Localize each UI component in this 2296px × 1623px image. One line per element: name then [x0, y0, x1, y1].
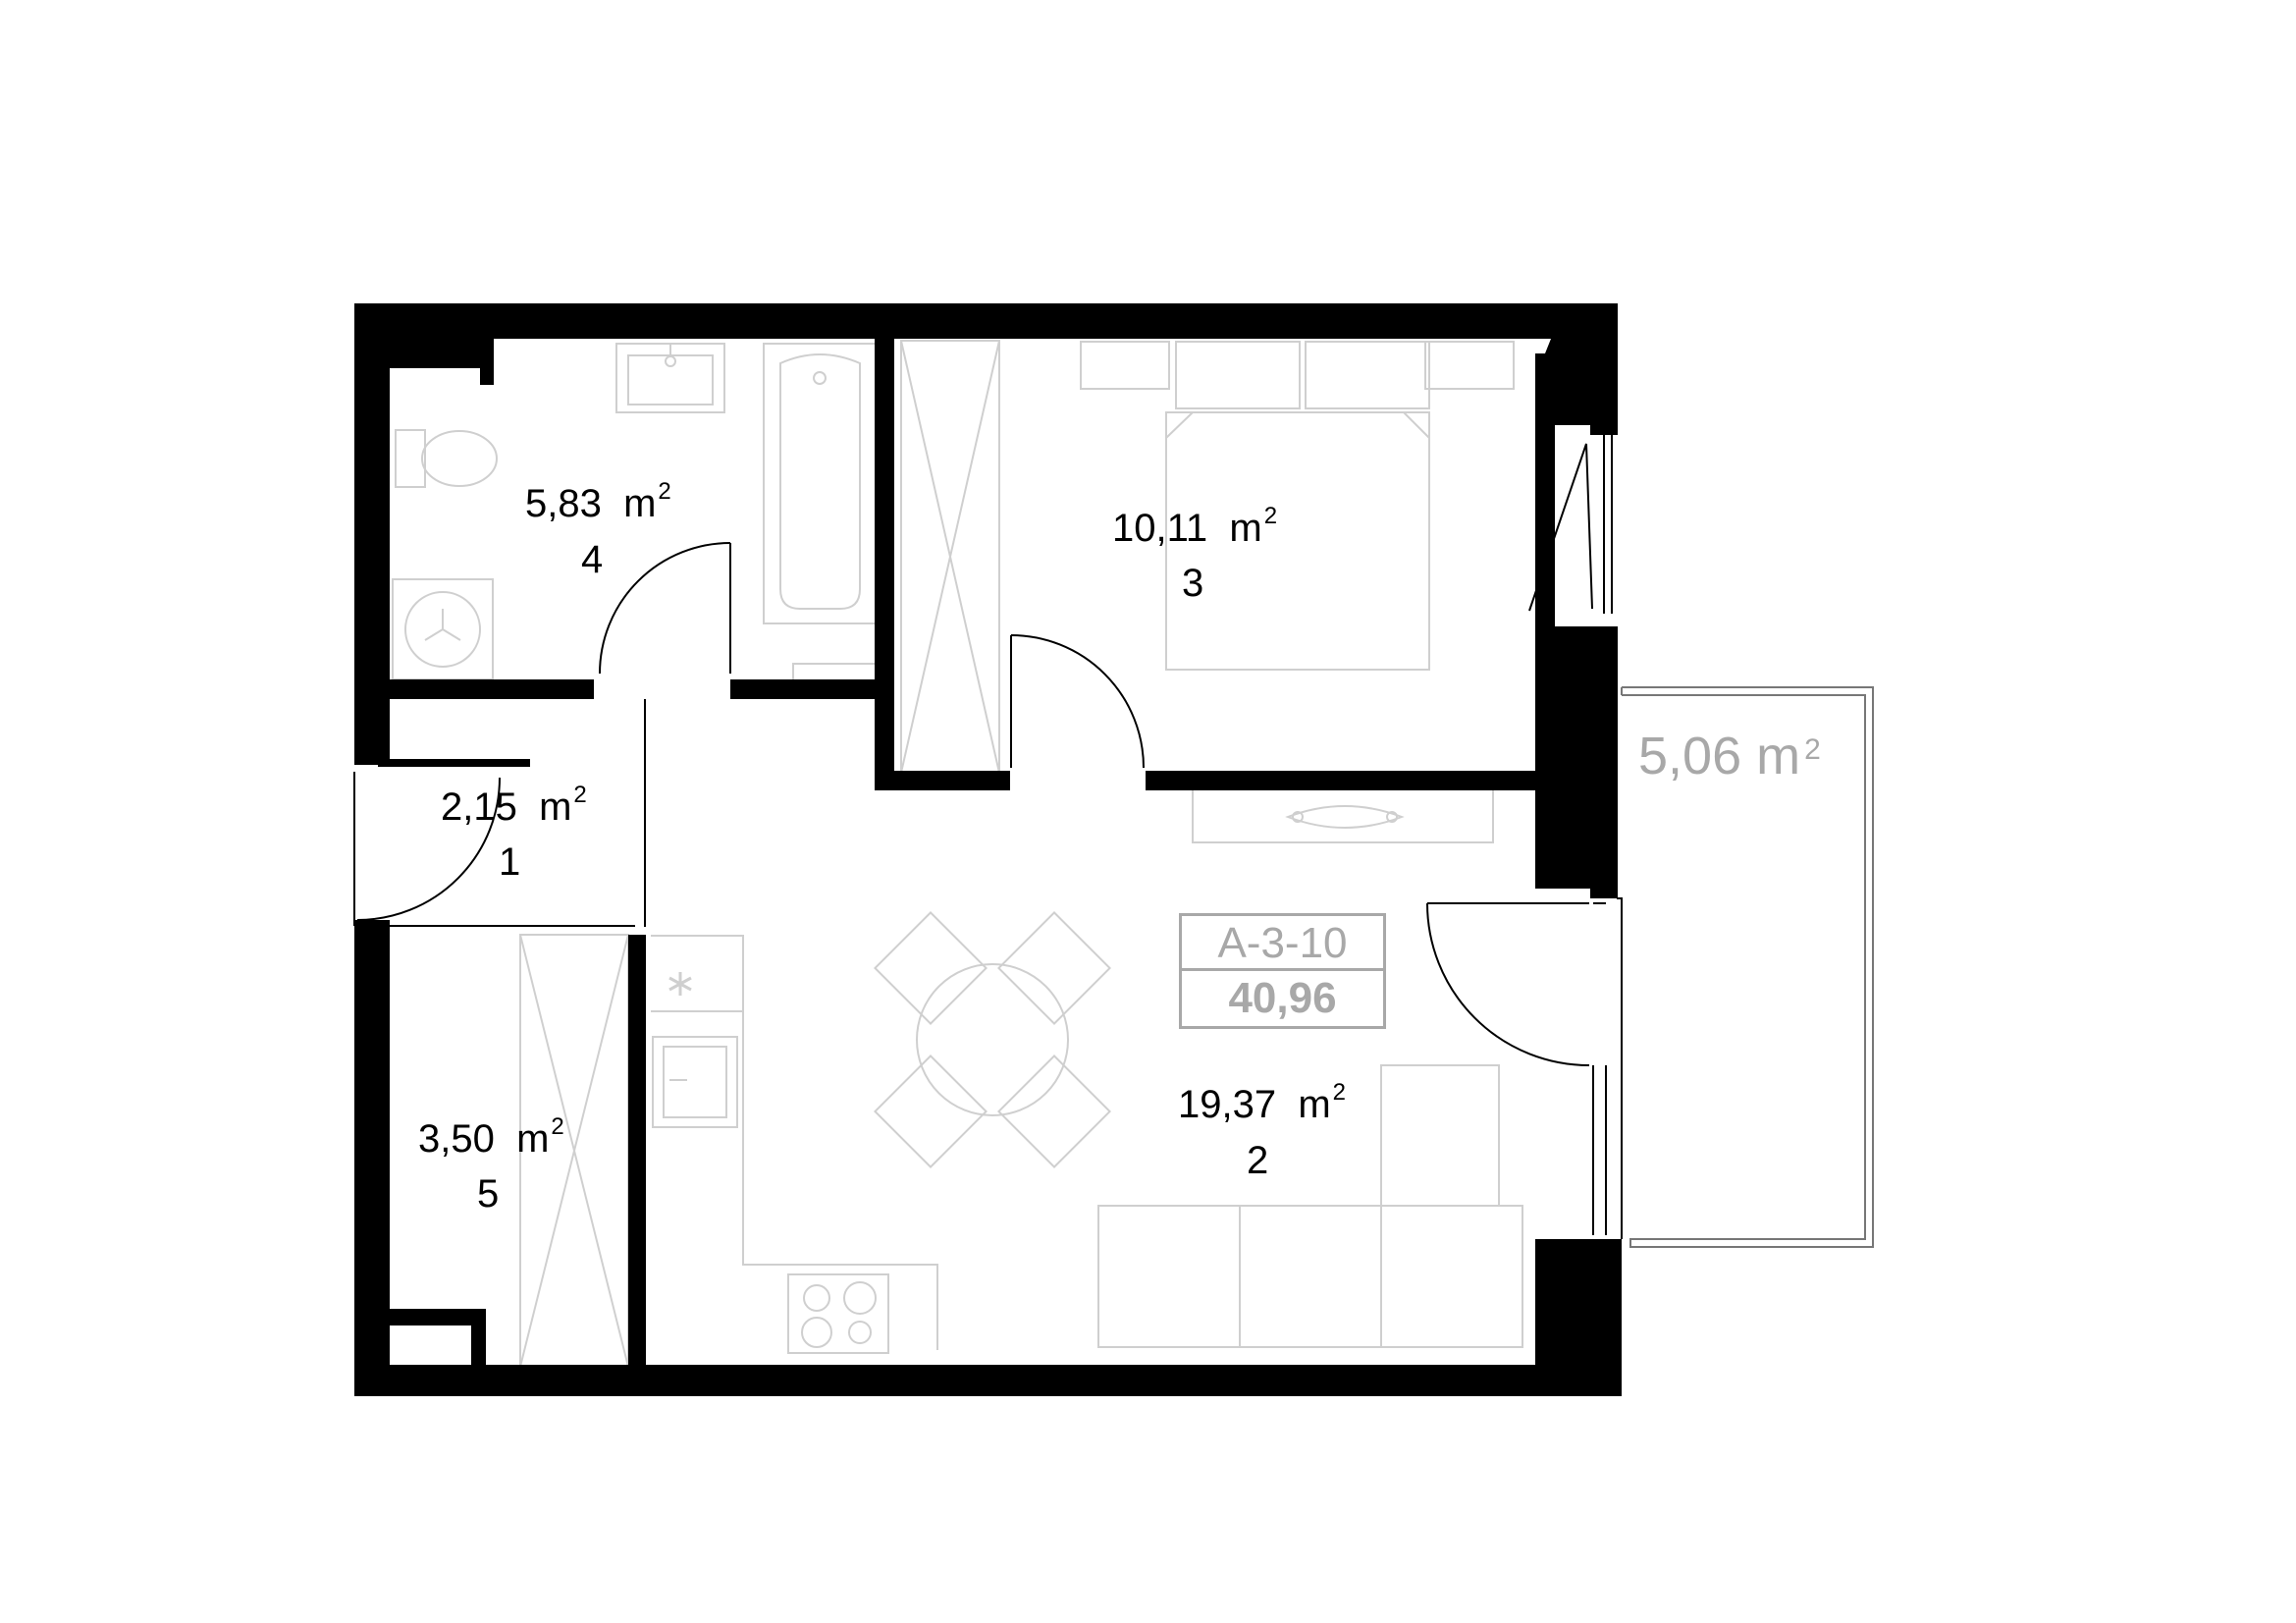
- room-1-area-unit: m: [539, 785, 572, 829]
- room-1-area-value: 2,15: [441, 785, 517, 829]
- wall-living-right: [1535, 1239, 1555, 1365]
- thin-walls: [353, 699, 1623, 1239]
- bath-cabinet: [792, 663, 878, 682]
- shaft-top: [390, 339, 494, 385]
- wall-right-pier-3: [1535, 1239, 1622, 1396]
- room-4-area-value: 5,83: [525, 482, 602, 525]
- wall-entry-stub: [378, 759, 530, 767]
- walls: [354, 303, 1622, 1396]
- wall-left-upper: [354, 303, 390, 765]
- room-2-number: 2: [1247, 1139, 1269, 1182]
- balcony-area-value: 5,06: [1638, 727, 1742, 785]
- door-balcony: [1426, 902, 1590, 1066]
- apartment-code: A-3-10: [1182, 916, 1383, 971]
- sofa-icon: [1097, 1064, 1523, 1348]
- wardrobe-icon: [900, 340, 1000, 774]
- room-5-area-value: 3,50: [418, 1117, 495, 1161]
- room-1-number: 1: [499, 840, 521, 884]
- room-4-area-power: 2: [658, 478, 671, 505]
- bathroom-sink-icon: [615, 343, 725, 413]
- room-2-area-unit: m: [1298, 1083, 1331, 1126]
- shaft-bottom: [390, 1309, 486, 1365]
- bed-icon: [1080, 341, 1515, 671]
- room-1-area: 2,15 m2: [441, 784, 587, 829]
- room-3-area-value: 10,11: [1112, 507, 1208, 550]
- room-5-area-unit: m: [516, 1117, 550, 1161]
- tv-cabinet-icon: [1192, 784, 1494, 843]
- room-2-area-power: 2: [1332, 1079, 1347, 1106]
- wall-top: [354, 303, 1618, 339]
- door-entrance: [356, 777, 501, 921]
- wall-bath-bottom-right: [730, 679, 891, 699]
- bathtub-icon: [763, 343, 878, 624]
- room-3-area-power: 2: [1263, 503, 1278, 529]
- wall-closet: [628, 935, 646, 1365]
- wall-bedroom-bottom: [1146, 771, 1539, 790]
- room-5-area-power: 2: [551, 1113, 564, 1140]
- room-5-area: 3,50 m2: [418, 1115, 564, 1161]
- room-1-area-power: 2: [573, 782, 587, 808]
- room-2-area: 19,37 m2: [1178, 1081, 1346, 1126]
- balcony: [1621, 686, 1874, 1248]
- room-4-number: 4: [581, 538, 604, 581]
- wall-wardrobe-bottom: [875, 771, 1010, 790]
- room-3-area-unit: m: [1229, 507, 1262, 550]
- apartment-total-area: 40,96: [1228, 974, 1337, 1022]
- wall-bath-bottom-left: [390, 679, 594, 699]
- washing-machine-icon: [392, 578, 494, 680]
- room-3-number: 3: [1182, 562, 1204, 605]
- balcony-area-power: 2: [1804, 733, 1821, 766]
- asterisk-icon: [668, 972, 692, 996]
- room-5-number: 5: [477, 1172, 500, 1216]
- wall-right-pier-1: [1535, 303, 1618, 435]
- wall-bath-bedroom: [875, 339, 894, 790]
- room-3-area: 10,11 m2: [1112, 505, 1277, 550]
- wall-bottom: [354, 1365, 1618, 1396]
- room-2-area-value: 19,37: [1178, 1083, 1277, 1126]
- wall-right-pier-2: [1535, 626, 1618, 898]
- door-bathroom: [599, 542, 731, 675]
- cooktop-icon: [787, 1273, 889, 1354]
- toilet-icon: [395, 429, 498, 488]
- dining-table-icon: [874, 911, 1111, 1168]
- apartment-label-box: A-3-10 40,96: [1179, 913, 1386, 1029]
- door-bedroom: [1010, 634, 1145, 769]
- balcony-area-unit: m: [1756, 727, 1801, 785]
- wall-bedroom-right: [1535, 422, 1555, 790]
- kitchen-sink-icon: [652, 1036, 738, 1128]
- room-4-area-unit: m: [623, 482, 657, 525]
- wall-left-lower: [354, 920, 390, 1396]
- room-4-area: 5,83 m2: [525, 480, 671, 525]
- kitchen-counter: [651, 935, 938, 1350]
